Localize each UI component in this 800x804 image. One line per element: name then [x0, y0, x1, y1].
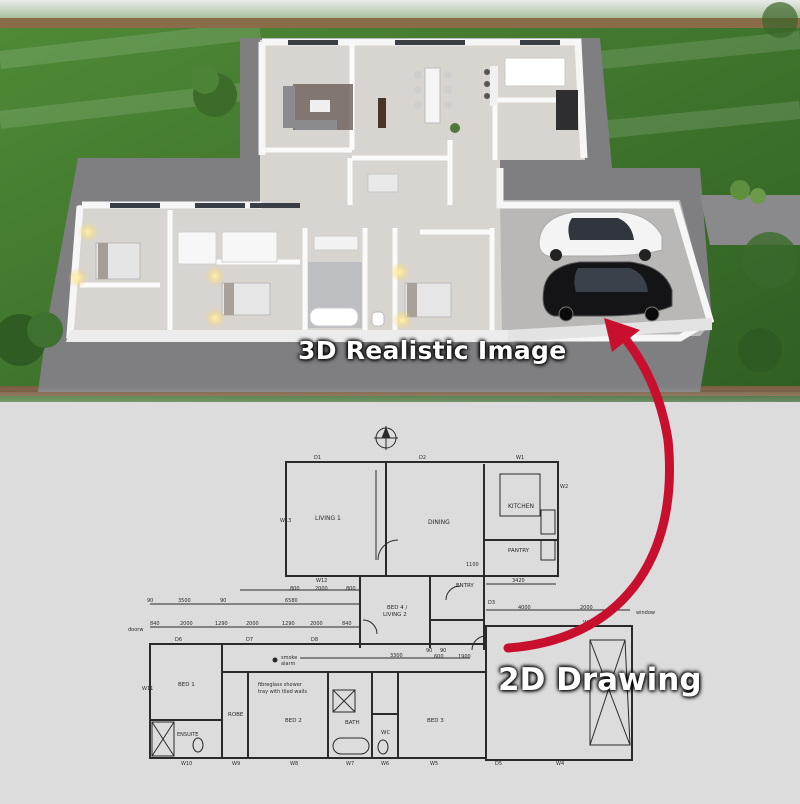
svg-text:D3: D3 — [488, 600, 495, 606]
svg-text:W13: W13 — [280, 518, 291, 524]
svg-text:2000: 2000 — [246, 621, 259, 627]
svg-text:90: 90 — [220, 598, 226, 604]
plan-labels: LIVING 1 DINING KITCHEN PANTRY ENTRY BED… — [128, 455, 655, 767]
connector-arrow-icon — [503, 318, 674, 653]
svg-text:1290: 1290 — [282, 621, 295, 627]
room-bath: BATH — [345, 720, 360, 726]
render-3d — [0, 0, 800, 430]
svg-text:W10: W10 — [181, 761, 192, 767]
svg-text:90: 90 — [426, 648, 432, 654]
dining-furniture — [414, 67, 460, 133]
svg-text:D6: D6 — [175, 637, 182, 643]
svg-text:90: 90 — [440, 648, 446, 654]
living-furniture — [283, 84, 386, 130]
svg-text:6580: 6580 — [285, 598, 298, 604]
kitchen-furniture — [484, 57, 578, 130]
svg-text:2000: 2000 — [315, 586, 328, 592]
svg-text:840: 840 — [342, 621, 352, 627]
svg-text:D7: D7 — [246, 637, 253, 643]
svg-text:1100: 1100 — [466, 562, 479, 568]
room-robe: ROBE — [228, 712, 244, 718]
svg-text:W8: W8 — [290, 761, 298, 767]
svg-text:W2: W2 — [560, 484, 568, 490]
svg-text:1290: 1290 — [215, 621, 228, 627]
floor-plan-2d — [149, 426, 633, 761]
svg-text:D5: D5 — [495, 761, 502, 767]
svg-text:90: 90 — [147, 598, 153, 604]
lamps — [68, 222, 412, 330]
room-pantry: PANTRY — [508, 548, 530, 554]
label-3d-realistic-image: 3D Realistic Image — [298, 336, 567, 365]
note-shower-1: fibreglass shower — [258, 682, 303, 688]
note-window: window — [636, 610, 655, 616]
svg-text:D2: D2 — [419, 455, 426, 461]
north-arrow-icon — [374, 426, 398, 450]
trees — [0, 2, 798, 372]
room-bed1: BED 1 — [178, 682, 195, 688]
note-smoke-1: smoke — [281, 655, 297, 661]
room-living1: LIVING 1 — [315, 515, 341, 522]
white-car — [538, 211, 663, 261]
svg-text:600: 600 — [434, 654, 444, 660]
room-bed2: BED 2 — [285, 718, 302, 724]
note-shower-2: tray with tiled walls — [258, 689, 307, 695]
black-car — [542, 261, 673, 322]
svg-text:W6: W6 — [381, 761, 389, 767]
svg-text:3420: 3420 — [512, 578, 525, 584]
room-bed3: BED 3 — [427, 718, 444, 724]
svg-text:3500: 3500 — [178, 598, 191, 604]
svg-text:2000: 2000 — [310, 621, 323, 627]
svg-text:W1: W1 — [516, 455, 524, 461]
room-wc: WC — [381, 730, 390, 736]
svg-text:840: 840 — [150, 621, 160, 627]
svg-text:800: 800 — [290, 586, 300, 592]
svg-text:W4: W4 — [556, 761, 564, 767]
note-smoke-2: alarm — [281, 661, 295, 667]
bedroom-furniture — [95, 231, 452, 318]
svg-text:800: 800 — [346, 586, 356, 592]
svg-text:4000: 4000 — [518, 605, 531, 611]
label-2d-drawing: 2D Drawing — [498, 662, 702, 698]
room-dining: DINING — [428, 519, 450, 526]
svg-text:1900: 1900 — [458, 654, 471, 660]
room-living2: LIVING 2 — [383, 612, 407, 618]
svg-text:W9: W9 — [232, 761, 240, 767]
room-bed4: BED 4 / — [387, 605, 407, 611]
svg-text:3300: 3300 — [390, 653, 403, 659]
svg-text:D8: D8 — [311, 637, 318, 643]
room-kitchen: KITCHEN — [508, 503, 534, 510]
back-fence — [0, 18, 800, 28]
svg-text:W5: W5 — [430, 761, 438, 767]
room-entry: ENTRY — [456, 583, 474, 589]
bathroom — [308, 235, 385, 328]
svg-text:D1: D1 — [314, 455, 321, 461]
room-ensuite: ENSUITE — [177, 732, 198, 738]
note-doorway: doorw — [128, 627, 143, 633]
svg-text:W11: W11 — [142, 686, 153, 692]
svg-text:2000: 2000 — [180, 621, 193, 627]
svg-text:W12: W12 — [316, 578, 327, 584]
svg-text:2000: 2000 — [580, 605, 593, 611]
svg-text:W7: W7 — [346, 761, 354, 767]
